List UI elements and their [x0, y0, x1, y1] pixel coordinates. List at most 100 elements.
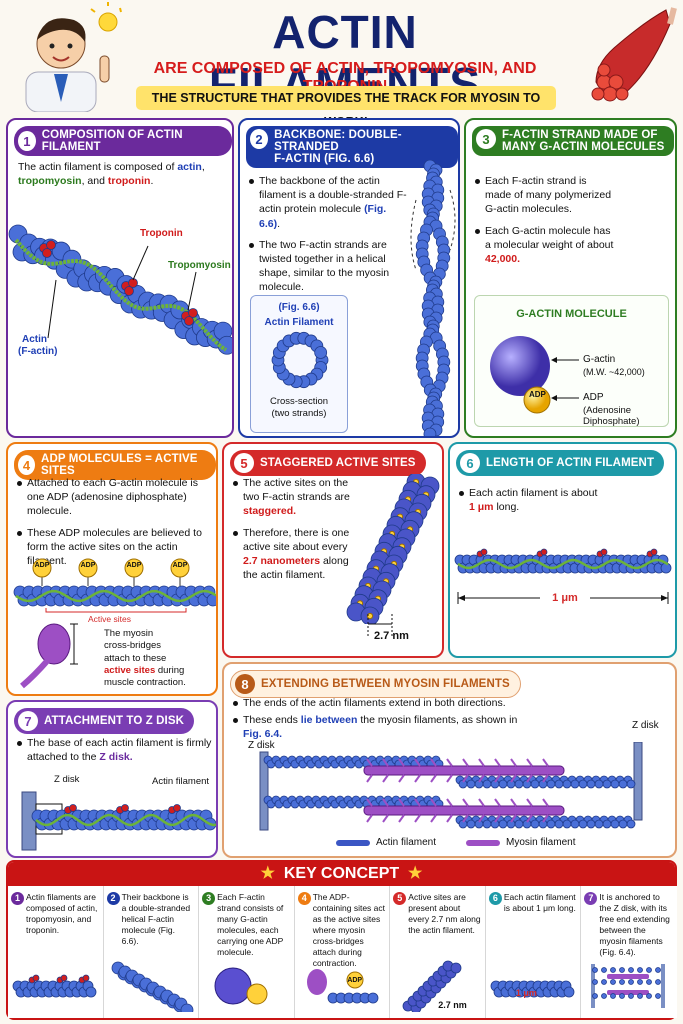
label-factin: (F-actin): [18, 346, 58, 357]
label-troponin: Troponin: [140, 228, 183, 239]
composition-text: The actin filament is composed of actin,…: [18, 161, 205, 188]
spacing-label: 2.7 nm: [374, 630, 409, 642]
bullet: The active sites on the two F-actin stra…: [232, 476, 360, 519]
extension-bullets: The ends of the actin filaments extend i…: [232, 696, 532, 749]
step-number: 3: [476, 129, 496, 149]
key-concept-number: 7: [584, 892, 598, 905]
z-disk-right-label: Z disk: [632, 720, 659, 731]
actin-filament-illustration: [8, 224, 232, 355]
panel-6-title: LENGTH OF ACTIN FILAMENT: [486, 457, 655, 469]
key-concept-illustration: [12, 974, 97, 998]
key-adp-label: ADP: [347, 977, 363, 984]
adp-label: ADP: [583, 392, 604, 403]
adp-tag-4: ADP: [172, 562, 188, 569]
muscle-illustration: [591, 7, 677, 102]
key-concept-illustration: [111, 961, 193, 1012]
adp-tag-2: ADP: [80, 562, 96, 569]
length-filament-illustration: [454, 548, 672, 604]
doctor-illustration: [25, 2, 122, 112]
step-number: 4: [18, 455, 36, 475]
bullet: The ends of the actin filaments extend i…: [232, 696, 532, 710]
key-concept-number: 3: [202, 892, 216, 905]
length-label: 1 μm: [540, 592, 590, 604]
cross-section-box: (Fig. 6.6) Actin Filament Cross-section …: [250, 295, 348, 433]
fig-name: Actin Filament: [264, 316, 334, 328]
key-concept-illustration: [306, 969, 379, 1004]
panel-7-header: 7 ATTACHMENT TO Z DISK: [14, 708, 194, 734]
panel-7-title: ATTACHMENT TO Z DISK: [44, 715, 184, 727]
z-disk-label: Z disk: [54, 774, 80, 785]
cross-section-ring: [271, 331, 329, 389]
key-concept-number: 1: [11, 892, 24, 905]
step-number: 5: [234, 453, 254, 473]
key-concept-number: 2: [106, 892, 120, 905]
star-icon: ★: [260, 865, 275, 882]
adp-fullname-line1: (Adenosine: [583, 405, 632, 416]
key-concept-illustration: [490, 980, 575, 998]
spacing-marker: [367, 614, 393, 638]
star-icon: ★: [408, 865, 423, 882]
bullet: Each actin filament is about 1 μm long.: [458, 486, 598, 514]
bullet: The backbone of the actin filament is a …: [248, 174, 408, 231]
bullet: Therefore, there is one active site abou…: [232, 526, 360, 583]
step-number: 7: [18, 711, 38, 731]
key-concept-number: 5: [393, 892, 407, 905]
adp-actin-strand-illustration: [13, 558, 216, 613]
key-concept-illustration: [402, 960, 462, 1012]
panel-4-title: ADP MOLECULES = ACTIVE SITES: [41, 453, 198, 477]
cross-section-sublabel: (two strands): [271, 407, 327, 419]
staggered-bullets: The active sites on the two F-actin stra…: [232, 476, 360, 589]
bullet: Each G-actin molecule has a molecular we…: [474, 224, 614, 267]
cross-section-label: Cross-section: [269, 396, 329, 407]
panel-8-title: EXTENDING BETWEEN MYOSIN FILAMENTS: [261, 678, 510, 690]
key-concept-number: 4: [297, 892, 311, 905]
z-disk-attachment-illustration: [21, 791, 216, 851]
panel-z-disk: 7 ATTACHMENT TO Z DISK The base of each a…: [6, 700, 218, 858]
g-actin-molecule-illustration: [490, 336, 579, 414]
key-concept-illustration: [591, 964, 666, 1008]
active-sites-label: Active sites: [88, 614, 131, 624]
legend-actin-label: Actin filament: [376, 837, 437, 848]
backbone-bullets: The backbone of the actin filament is a …: [248, 174, 408, 301]
bullet: Attached to each G-actin molecule is one…: [16, 476, 212, 519]
double-helix-illustration: [410, 160, 456, 436]
step-number: 1: [18, 131, 36, 151]
g-actin-box-title: G-ACTIN MOLECULE: [516, 308, 627, 320]
panel-3-title-line1: F-ACTIN STRAND MADE OF: [502, 129, 658, 141]
g-actin-molecule-box: G-ACTIN MOLECULE ADP G-actin (M.W. ~42,0…: [474, 295, 669, 427]
adp-tag-3: ADP: [126, 562, 142, 569]
g-actin-label: G-actin: [583, 354, 616, 365]
panel-1-title: COMPOSITION OF ACTIN FILAMENT: [41, 129, 183, 153]
panel-2-title-line2: F-ACTIN (Fig. 6.6): [274, 153, 375, 165]
key-length-label: 1 μm: [515, 988, 537, 998]
legend-myosin-label: Myosin filament: [506, 837, 576, 848]
tagline-banner: THE STRUCTURE THAT PROVIDES THE TRACK FO…: [136, 86, 556, 129]
label-actin: Actin: [22, 334, 47, 345]
panel-2-title-line1: BACKBONE: DOUBLE-STRANDED: [274, 129, 402, 153]
molecular-weight-label: (M.W. ~42,000): [583, 367, 645, 377]
z-disk-bullets: The base of each actin filament is firml…: [16, 736, 212, 771]
